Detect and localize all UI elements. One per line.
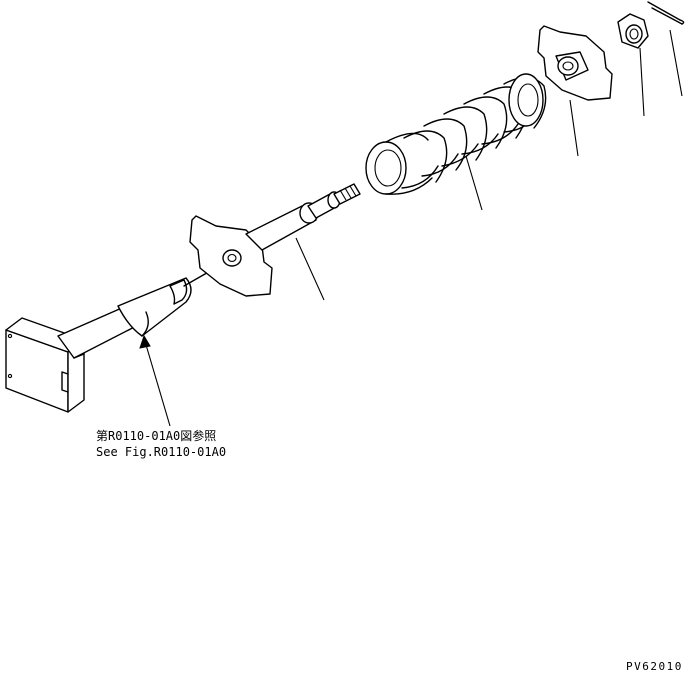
hex-nut bbox=[617, 13, 649, 49]
figure-code: PV62010 bbox=[626, 660, 683, 673]
yoke-bracket bbox=[5, 277, 192, 413]
cotter-pin bbox=[647, 1, 685, 25]
recoil-spring bbox=[365, 73, 547, 195]
cylinder-rod bbox=[245, 183, 361, 251]
reference-en: See Fig.R0110-01A0 bbox=[96, 445, 226, 459]
reference-jp: 第R0110-01A0図参照 bbox=[96, 428, 216, 443]
upper-plate bbox=[537, 25, 613, 101]
leader-lines bbox=[139, 29, 683, 427]
